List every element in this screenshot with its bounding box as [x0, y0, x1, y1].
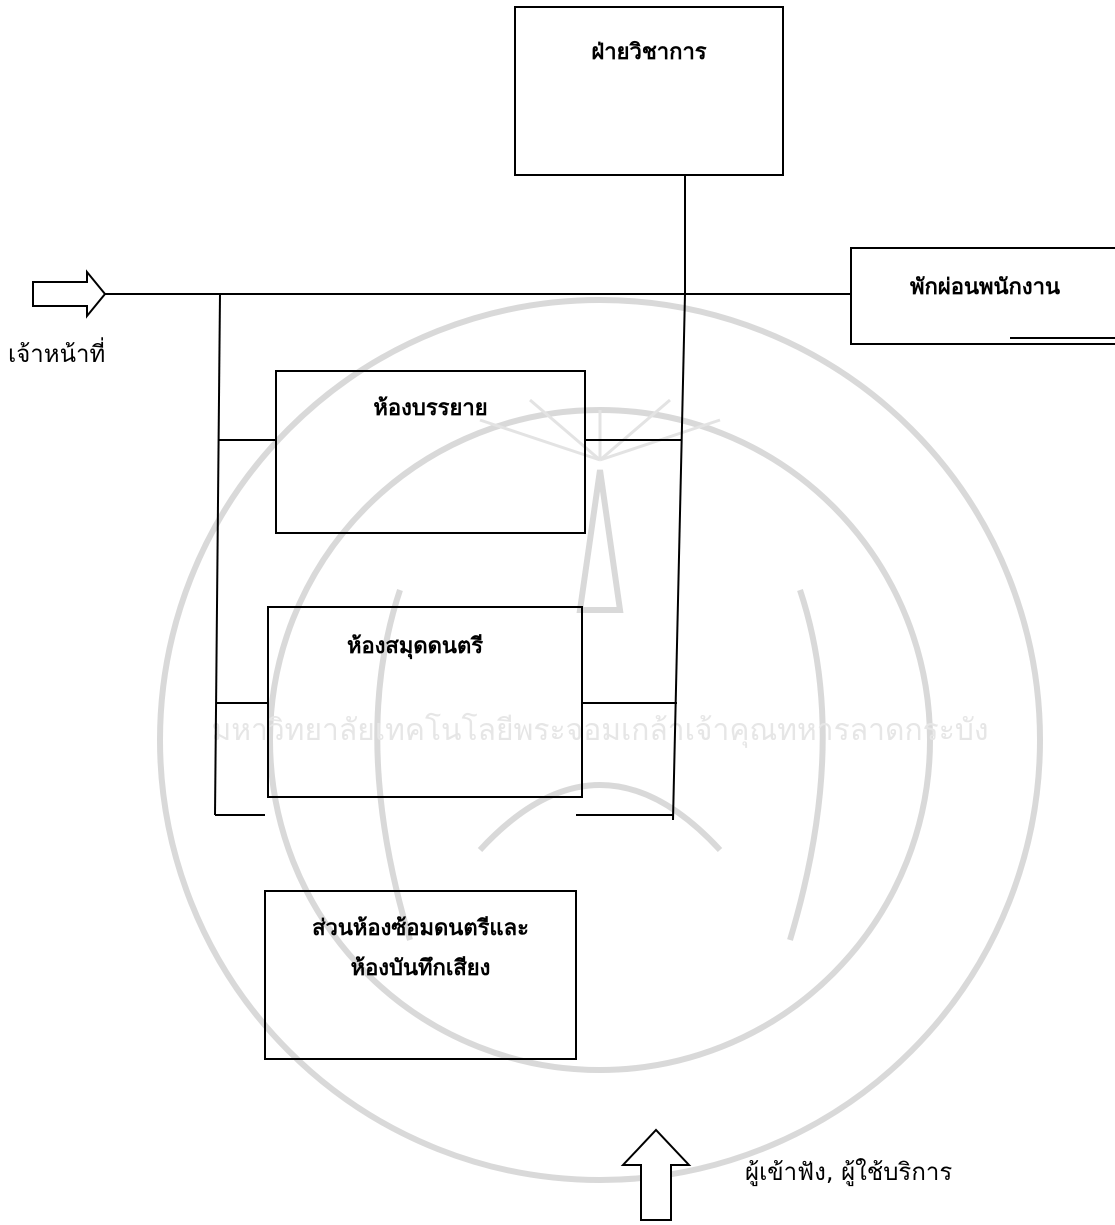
visitor-entry-label: ผู้เข้าฟัง, ผู้ใช้บริการ	[745, 1158, 953, 1186]
lecture-room-box: ห้องบรรยาย	[275, 370, 586, 534]
staff-entry-arrow-icon	[32, 269, 107, 319]
music-library-box: ห้องสมุดดนตรี	[267, 606, 583, 798]
rehearsal-recording-box: ส่วนห้องซ้อมดนตรีและ ห้องบันทึกเสียง	[264, 890, 577, 1060]
staff-lounge-box: พักผ่อนพนักงาน	[850, 247, 1115, 345]
academic-box: ฝ่ายวิชาการ	[514, 6, 784, 176]
staff-entry-label: เจ้าหน้าที่	[8, 340, 106, 368]
academic-label: ฝ่ายวิชาการ	[591, 40, 707, 65]
rehearsal-label-line2: ห้องบันทึกเสียง	[350, 956, 491, 981]
music-library-label: ห้องสมุดดนตรี	[346, 634, 484, 659]
staff-lounge-label: พักผ่อนพนักงาน	[910, 275, 1060, 300]
visitor-entry-arrow-icon	[620, 1128, 692, 1221]
rehearsal-label-line1: ส่วนห้องซ้อมดนตรีและ	[312, 916, 529, 941]
lecture-room-label: ห้องบรรยาย	[373, 396, 488, 421]
